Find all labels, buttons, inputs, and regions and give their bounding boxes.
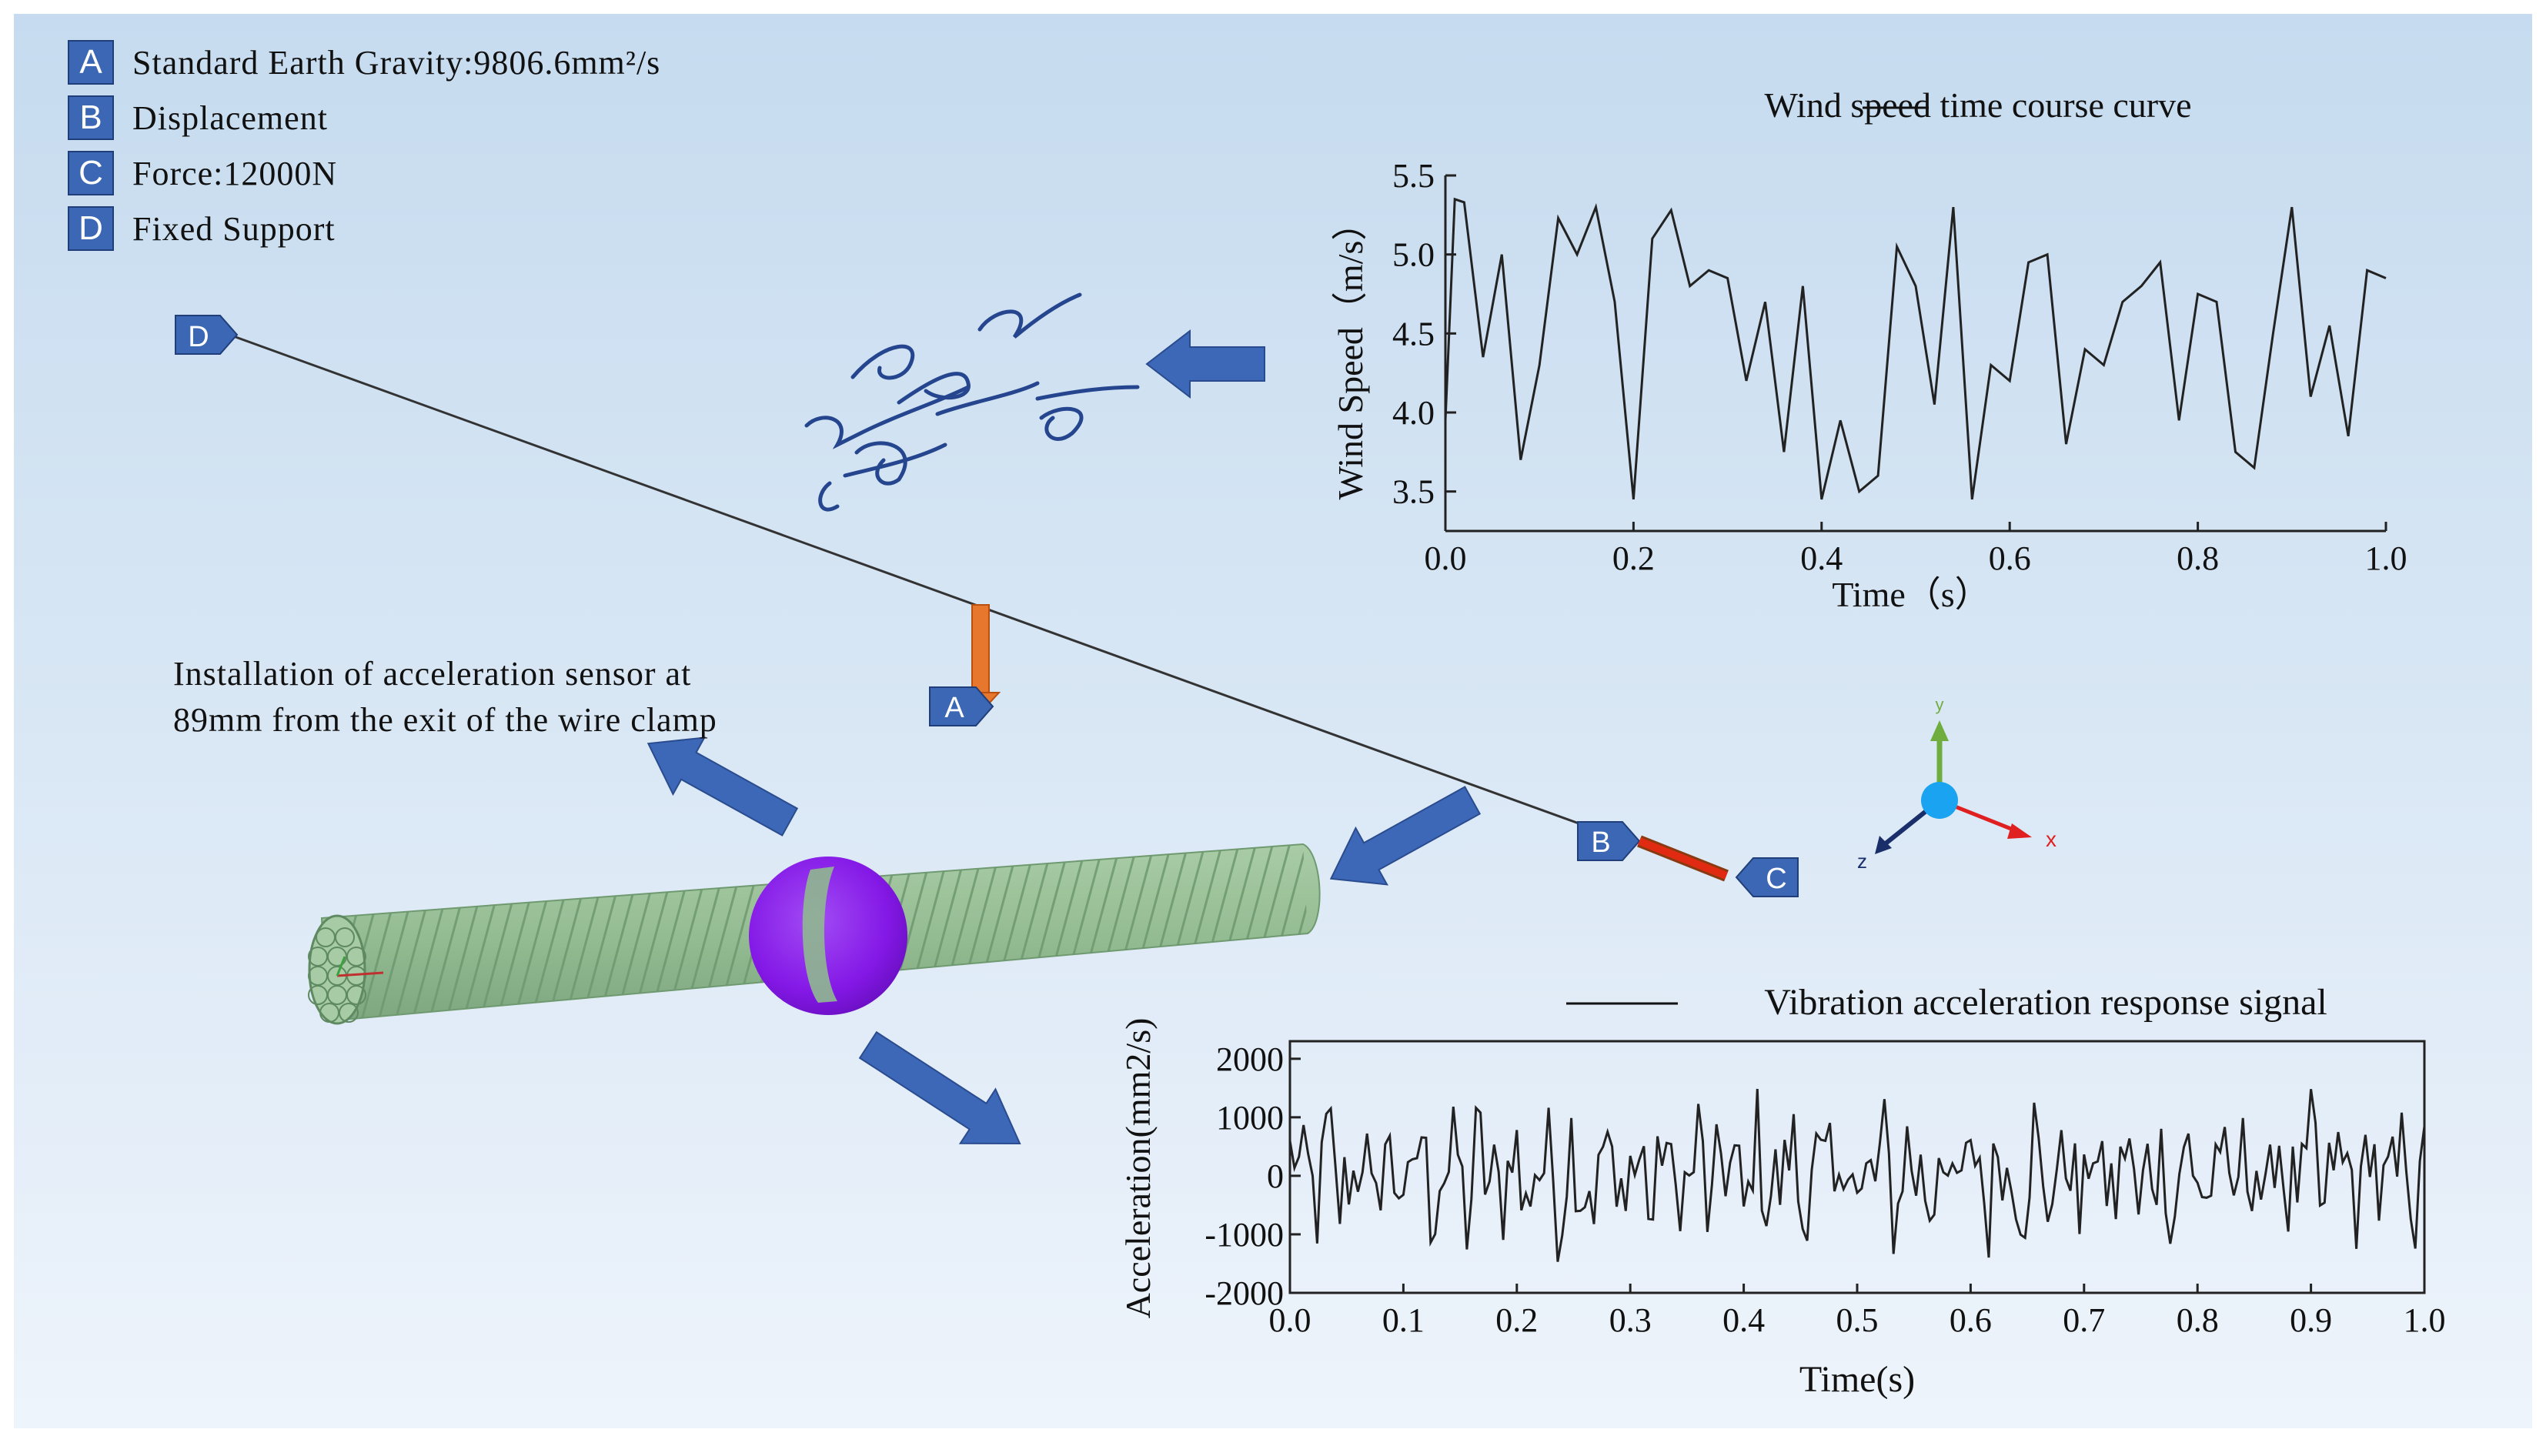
accel-x-tick-label: 0.0	[1269, 1301, 1311, 1339]
legend-item-force: C Force:12000N	[68, 150, 337, 196]
accel-x-label: Time(s)	[1799, 1359, 1915, 1400]
triad-x-label: x	[2046, 827, 2057, 851]
sensor-note-arrow	[647, 736, 799, 837]
legend-item-fixed-support: D Fixed Support	[68, 205, 336, 252]
legend-tag-b: B	[68, 95, 114, 140]
flag-d-label: D	[188, 321, 209, 353]
triad-z-label: z	[1857, 850, 1867, 873]
wind-x-label: Time（s）	[1832, 575, 1990, 614]
legend-text-displacement: Displacement	[132, 99, 328, 137]
wind-y-tick-label: 3.5	[1392, 473, 1435, 511]
accel-x-tick-label: 0.9	[2290, 1301, 2332, 1339]
accel-y-tick-label: 1000	[1216, 1099, 1284, 1137]
triad-y-label: y	[1936, 695, 1944, 714]
signal-arrow	[858, 1030, 1021, 1144]
flag-a-label: A	[944, 692, 964, 724]
triad-origin	[1921, 782, 1958, 819]
wind-x-tick-label: 0.6	[1989, 539, 2031, 577]
legend-tag-d: D	[68, 206, 114, 251]
diagram-canvas: A Standard Earth Gravity:9806.6mm²/s B D…	[14, 14, 2532, 1428]
legend-text-force: Force:12000N	[132, 154, 338, 192]
accel-y-tick-label: -2000	[1205, 1274, 1284, 1312]
accel-x-tick-label: 0.6	[1950, 1301, 1992, 1339]
legend-item-gravity: A Standard Earth Gravity:9806.6mm²/s	[68, 39, 660, 85]
accel-x-tick-label: 0.5	[1836, 1301, 1879, 1339]
accel-x-tick-label: 0.2	[1495, 1301, 1538, 1339]
legend-tag-c: C	[68, 151, 114, 195]
acceleration-series	[1288, 1088, 2426, 1262]
accel-x-tick-label: 0.4	[1722, 1301, 1765, 1339]
acceleration-sensor	[749, 857, 907, 1015]
accel-x-tick-label: 0.3	[1609, 1301, 1652, 1339]
wind-speed-series	[1444, 197, 2387, 500]
cable-span-line	[229, 333, 1609, 836]
force-arrow	[1637, 835, 1729, 882]
wind-x-tick-label: 0.8	[2177, 539, 2219, 577]
wind-y-tick-label: 5.0	[1392, 236, 1435, 274]
accel-x-tick-label: 0.7	[2063, 1301, 2105, 1339]
wind-x-tick-label: 0.0	[1425, 539, 1467, 577]
legend-text-fixed-support: Fixed Support	[132, 209, 336, 248]
flag-c-label: C	[1766, 863, 1786, 895]
flag-a: A	[929, 686, 994, 726]
flag-b-label: B	[1591, 827, 1610, 859]
flag-c: C	[1735, 857, 1799, 897]
sensor-installation-note: Installation of acceleration sensor at 8…	[173, 651, 717, 743]
flag-d: D	[175, 315, 239, 355]
legend-tag-a: A	[68, 40, 114, 85]
accel-plot-frame	[1288, 1040, 2426, 1294]
diagram-drawing: D A B C	[175, 85, 2446, 1400]
legend-text-gravity: Standard Earth Gravity:9806.6mm²/s	[132, 43, 661, 82]
accel-y-tick-label: 2000	[1216, 1040, 1284, 1078]
accel-y-label: Acceleration(mm2/s)	[1118, 1018, 1158, 1319]
wind-x-tick-label: 1.0	[2365, 539, 2407, 577]
accel-x-tick-label: 1.0	[2404, 1301, 2446, 1339]
accel-y-tick-label: 0	[1267, 1157, 1284, 1195]
wind-y-tick-label: 5.5	[1392, 157, 1435, 195]
legend-item-displacement: B Displacement	[68, 95, 328, 141]
wind-arrow	[1145, 329, 1265, 399]
wind-y-tick-label: 4.0	[1392, 394, 1435, 432]
accel-y-tick-label: -1000	[1205, 1216, 1284, 1254]
wind-speed-chart: Wind speed time course curve 0.0 0.2 0.4 0.…	[1331, 85, 2407, 614]
wind-swirl-icon	[804, 292, 1140, 512]
acceleration-chart: Vibration acceleration response signal 0…	[1118, 982, 2446, 1400]
cable-end-face	[308, 914, 366, 1025]
wind-x-tick-label: 0.2	[1612, 539, 1655, 577]
wind-legend-label: Wind speed time course curve	[1764, 85, 2191, 125]
wind-x-tick-label: 0.4	[1800, 539, 1843, 577]
sensor-note-line-1: Installation of acceleration sensor at	[173, 655, 692, 693]
flag-b: B	[1577, 821, 1641, 861]
accel-x-tick-label: 0.8	[2177, 1301, 2219, 1339]
axes-triad: y x z	[1857, 695, 2057, 873]
cable-zoom-arrow	[1329, 786, 1482, 886]
accel-legend-label: Vibration acceleration response signal	[1764, 982, 2327, 1023]
accel-x-tick-label: 0.1	[1382, 1301, 1425, 1339]
sensor-note-line-2: 89mm from the exit of the wire clamp	[173, 701, 717, 739]
wind-y-label: Wind Speed（m/s）	[1331, 205, 1370, 500]
wind-y-tick-label: 4.5	[1392, 315, 1435, 352]
